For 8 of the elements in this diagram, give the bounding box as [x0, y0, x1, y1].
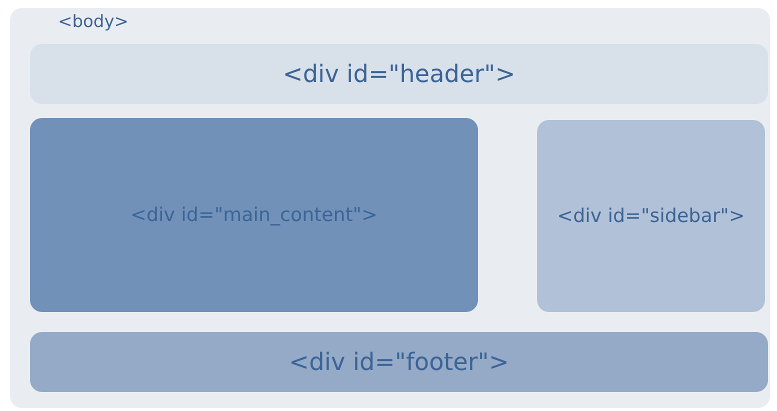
tag-label: <body>	[58, 12, 129, 32]
tag-label: <div id="footer">	[289, 348, 509, 376]
tag-label: <div id="sidebar">	[557, 205, 745, 227]
div-box	[30, 332, 768, 392]
div-box	[30, 118, 478, 312]
tag-label: <div id="header">	[282, 60, 516, 88]
div-box	[537, 120, 765, 312]
page-body-box	[10, 8, 770, 408]
